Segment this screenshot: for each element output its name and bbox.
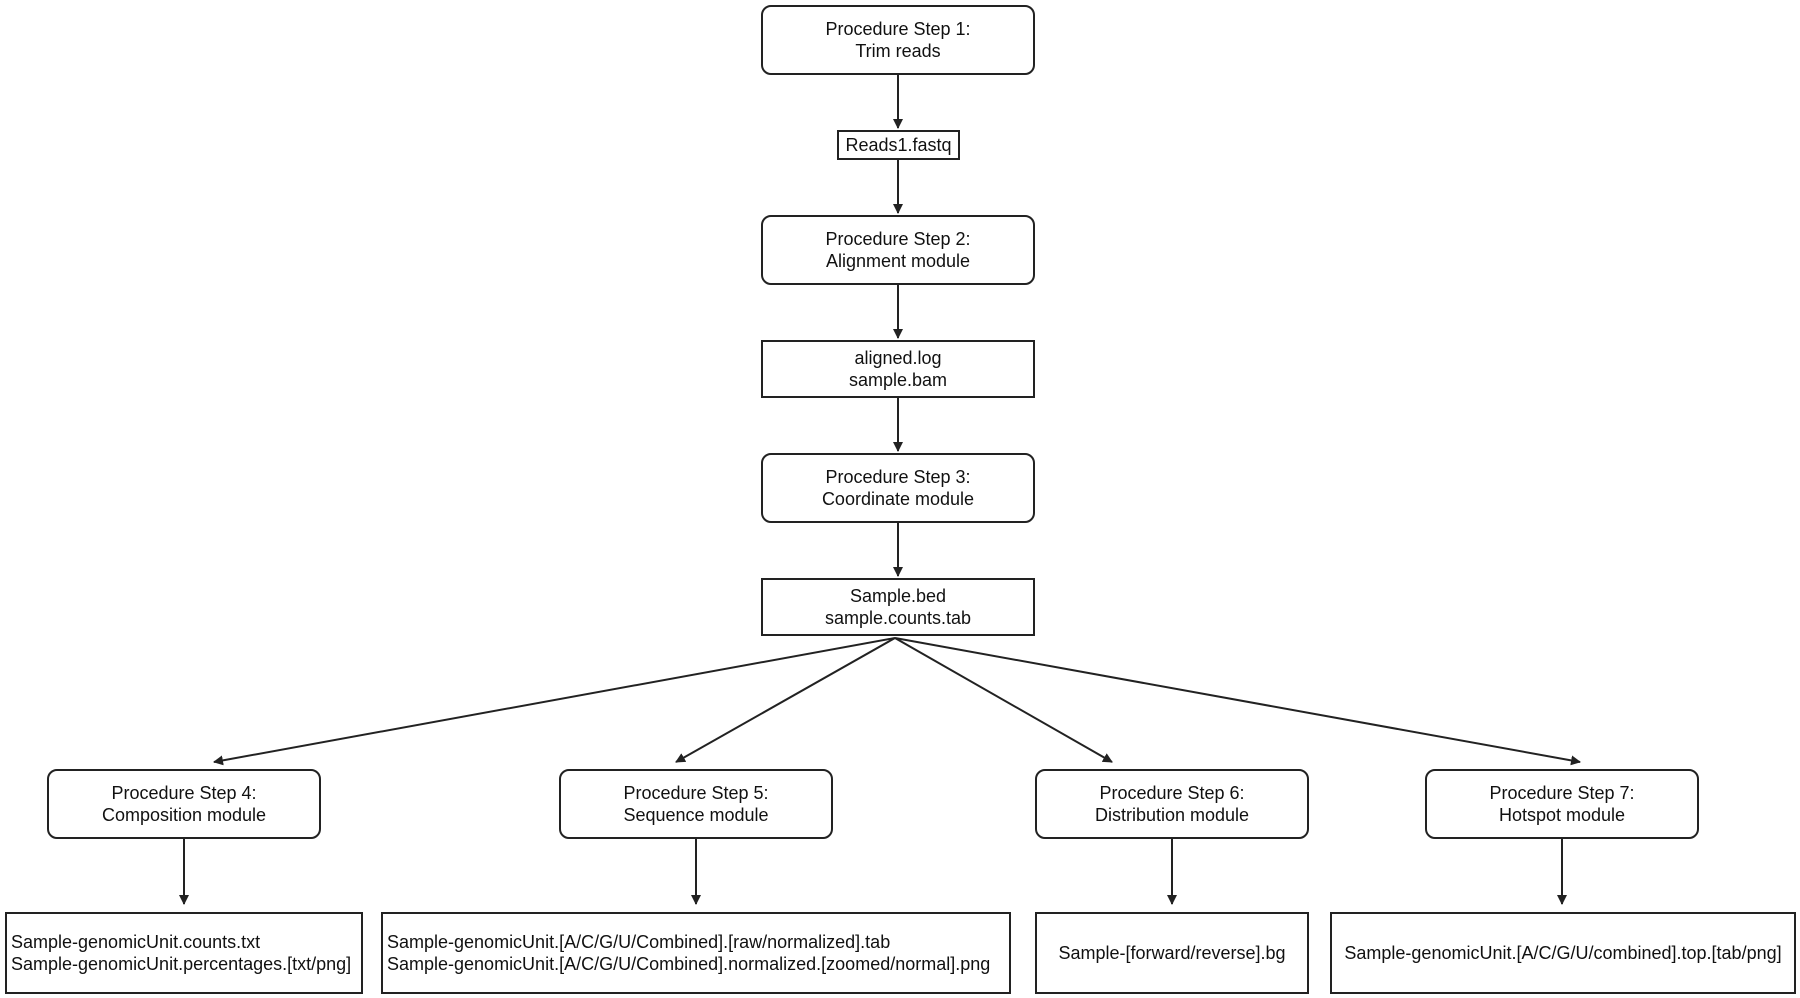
reads-file-name: Reads1.fastq (845, 135, 952, 155)
composition-output-files: Sample-genomicUnit.counts.txt Sample-gen… (5, 912, 363, 994)
sequence-output-files: Sample-genomicUnit.[A/C/G/U/Combined].[r… (381, 912, 1011, 994)
procedure-step-7: Procedure Step 7: Hotspot module (1425, 769, 1699, 839)
step-1-description: Trim reads (855, 41, 941, 61)
step-4-title: Procedure Step 4: (111, 783, 257, 803)
procedure-step-1: Procedure Step 1: Trim reads (761, 5, 1035, 75)
step-5-title: Procedure Step 5: (623, 783, 769, 803)
sample-bed-file: Sample.bed (849, 586, 947, 606)
sample-counts-file: sample.counts.tab (824, 608, 972, 628)
step-1-title: Procedure Step 1: (825, 19, 971, 39)
reads-fastq-file: Reads1.fastq (837, 130, 960, 160)
arrow-bed-to-step4 (213, 637, 896, 766)
distribution-bedgraph-file: Sample-[forward/reverse].bg (1058, 943, 1286, 963)
aligned-log-file: aligned.log (854, 348, 942, 368)
arrow-bed-to-step5 (675, 637, 896, 763)
composition-counts-file: Sample-genomicUnit.counts.txt (11, 932, 261, 952)
hotspot-top-files: Sample-genomicUnit.[A/C/G/U/combined].to… (1344, 943, 1782, 963)
distribution-output-files: Sample-[forward/reverse].bg (1035, 912, 1309, 994)
step-5-description: Sequence module (623, 805, 769, 825)
step-6-title: Procedure Step 6: (1099, 783, 1245, 803)
sample-bam-file: sample.bam (848, 370, 948, 390)
procedure-step-3: Procedure Step 3: Coordinate module (761, 453, 1035, 523)
step-7-title: Procedure Step 7: (1489, 783, 1635, 803)
procedure-step-6: Procedure Step 6: Distribution module (1035, 769, 1309, 839)
aligned-output-files: aligned.log sample.bam (761, 340, 1035, 398)
procedure-step-5: Procedure Step 5: Sequence module (559, 769, 833, 839)
sequence-tab-files: Sample-genomicUnit.[A/C/G/U/Combined].[r… (387, 932, 891, 952)
step-3-title: Procedure Step 3: (825, 467, 971, 487)
step-2-title: Procedure Step 2: (825, 229, 971, 249)
hotspot-output-files: Sample-genomicUnit.[A/C/G/U/combined].to… (1330, 912, 1796, 994)
step-3-description: Coordinate module (821, 489, 975, 509)
arrow-bed-to-step7 (894, 637, 1581, 766)
arrow-bed-to-step6 (894, 637, 1113, 763)
composition-percentages-file: Sample-genomicUnit.percentages.[txt/png] (11, 954, 352, 974)
sequence-png-files: Sample-genomicUnit.[A/C/G/U/Combined].no… (387, 954, 991, 974)
step-7-description: Hotspot module (1498, 805, 1626, 825)
step-2-description: Alignment module (825, 251, 971, 271)
coordinate-output-files: Sample.bed sample.counts.tab (761, 578, 1035, 636)
step-6-description: Distribution module (1094, 805, 1250, 825)
procedure-step-4: Procedure Step 4: Composition module (47, 769, 321, 839)
step-4-description: Composition module (101, 805, 267, 825)
procedure-step-2: Procedure Step 2: Alignment module (761, 215, 1035, 285)
